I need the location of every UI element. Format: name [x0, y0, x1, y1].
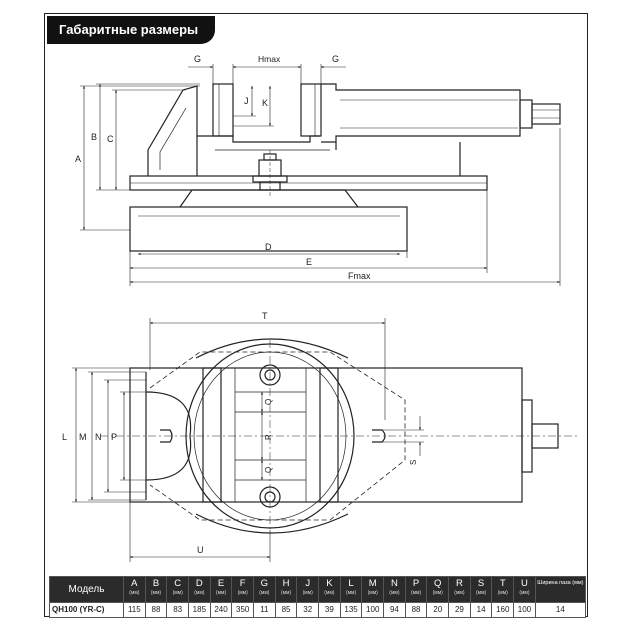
model-name: QH100 (YR-C)	[49, 602, 124, 618]
value-b: 88	[144, 602, 168, 618]
swivel-base	[179, 189, 359, 208]
fixed-jaw-plate	[212, 83, 234, 137]
svg-text:G: G	[194, 54, 201, 64]
svg-text:S: S	[409, 460, 418, 465]
column-header-c: C(мм)	[166, 576, 190, 603]
column-header-j: J(мм)	[296, 576, 320, 603]
value-p: 88	[404, 602, 428, 618]
svg-text:T: T	[262, 311, 268, 321]
svg-text:Fmax: Fmax	[348, 271, 371, 281]
screw-square-end	[531, 103, 561, 125]
value-a: 115	[123, 602, 146, 618]
v-groove	[145, 391, 192, 481]
top-view	[72, 318, 580, 562]
slot-width-value: 14	[534, 602, 587, 618]
svg-text:U: U	[197, 545, 204, 555]
value-r: 29	[448, 602, 471, 618]
vise-body-top	[129, 367, 523, 503]
column-header-m: M(мм)	[361, 576, 385, 603]
value-d: 185	[188, 602, 211, 618]
value-n: 94	[383, 602, 406, 618]
column-header-s: S(мм)	[469, 576, 493, 603]
svg-text:N: N	[95, 432, 102, 442]
svg-text:L: L	[62, 432, 67, 442]
movable-jaw-plate	[300, 83, 322, 137]
column-header-u: U(мм)	[513, 576, 536, 603]
model-header: Модель	[49, 576, 124, 603]
column-header-g: G(мм)	[253, 576, 276, 603]
column-header-h: H(мм)	[274, 576, 298, 603]
column-header-l: L(мм)	[339, 576, 363, 603]
column-header-r: R(мм)	[448, 576, 471, 603]
column-header-a: A(мм)	[123, 576, 146, 603]
svg-text:J: J	[244, 96, 249, 106]
svg-text:Q: Q	[264, 399, 273, 405]
column-header-n: N(мм)	[383, 576, 406, 603]
value-t: 160	[491, 602, 515, 618]
column-header-b: B(мм)	[144, 576, 168, 603]
svg-text:B: B	[91, 132, 97, 142]
svg-text:E: E	[306, 257, 312, 267]
column-header-e: E(мм)	[209, 576, 233, 603]
value-e: 240	[209, 602, 233, 618]
value-c: 83	[166, 602, 190, 618]
column-header-t: T(мм)	[491, 576, 515, 603]
side-view-labels: G Hmax G J K A B C D E Fmax	[75, 54, 371, 281]
svg-text:P: P	[111, 432, 117, 442]
value-f: 350	[231, 602, 255, 618]
svg-text:D: D	[265, 242, 272, 252]
svg-text:K: K	[262, 98, 268, 108]
movable-jaw-top	[319, 367, 339, 503]
section-title: Габаритные размеры	[47, 16, 215, 44]
side-view	[80, 64, 561, 286]
slot-width-header: Ширина паза (мм)	[534, 576, 587, 603]
spec-table: Модель A(мм)B(мм)C(мм)D(мм)E(мм)F(мм)G(м…	[49, 576, 587, 618]
column-header-p: P(мм)	[404, 576, 428, 603]
svg-text:R: R	[264, 434, 273, 440]
value-l: 135	[339, 602, 363, 618]
movable-jaw-body	[321, 83, 521, 143]
column-header-d: D(мм)	[188, 576, 211, 603]
value-h: 85	[274, 602, 298, 618]
svg-text:M: M	[79, 432, 87, 442]
svg-text:A: A	[75, 154, 81, 164]
column-header-k: K(мм)	[318, 576, 341, 603]
value-s: 14	[469, 602, 493, 618]
fixed-jaw-top	[202, 367, 222, 503]
screw-collar	[519, 99, 533, 129]
column-header-q: Q(мм)	[426, 576, 450, 603]
column-header-f: F(мм)	[231, 576, 255, 603]
top-view-labels: T L M N P Q R Q S U	[62, 311, 418, 555]
table-header-row: Модель A(мм)B(мм)C(мм)D(мм)E(мм)F(мм)G(м…	[49, 576, 587, 603]
svg-text:Q: Q	[264, 467, 273, 473]
value-g: 11	[253, 602, 276, 618]
value-j: 32	[296, 602, 320, 618]
svg-text:Hmax: Hmax	[258, 54, 281, 64]
svg-text:G: G	[332, 54, 339, 64]
value-u: 100	[513, 602, 536, 618]
value-k: 39	[318, 602, 341, 618]
base-plate	[129, 206, 408, 252]
value-m: 100	[361, 602, 385, 618]
svg-text:C: C	[107, 134, 114, 144]
value-q: 20	[426, 602, 450, 618]
